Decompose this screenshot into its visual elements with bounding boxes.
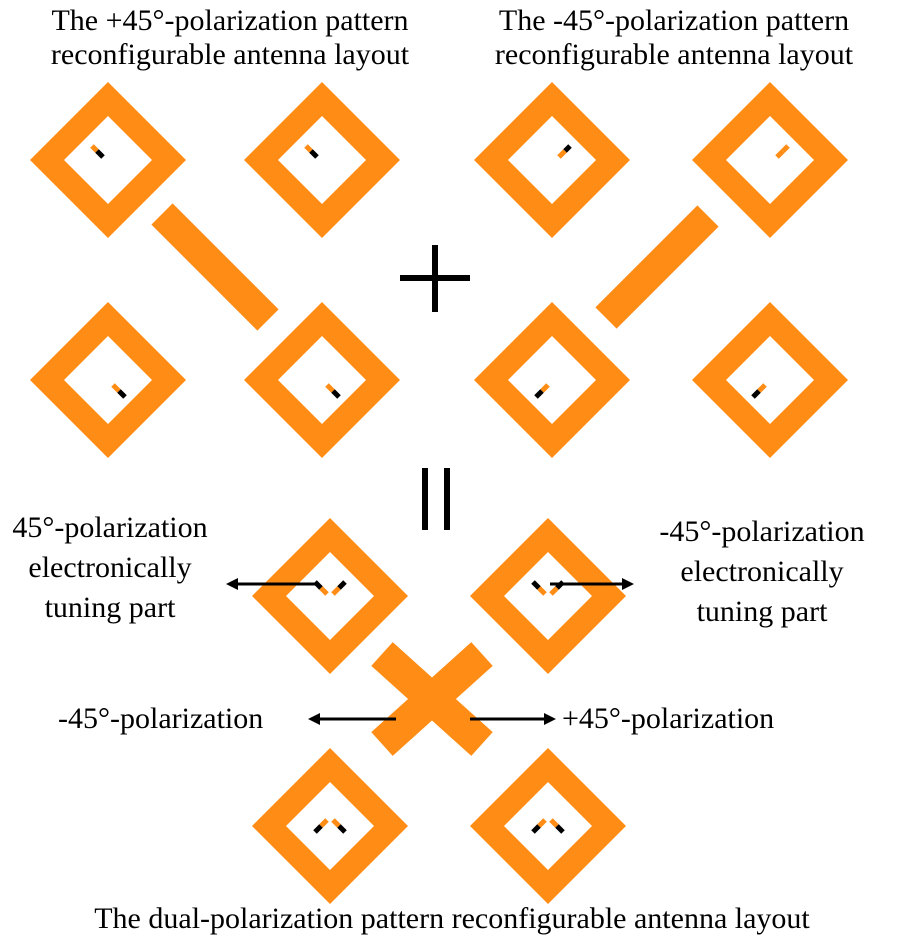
switch-tl-4 xyxy=(325,383,341,399)
top-left-caption-line-2: reconfigurable antenna layout xyxy=(50,38,410,71)
plus45-layout xyxy=(30,82,400,458)
patch-ring-b-4 xyxy=(470,748,626,904)
minus45-polarization-label: -45°-polarization xyxy=(58,702,264,735)
switch-tl-2 xyxy=(304,144,319,159)
right-tuning-label-line-1: -45°-polarization xyxy=(659,515,865,548)
feed-bar-minus45 xyxy=(595,205,719,329)
patch-ring-b-1 xyxy=(252,518,408,674)
feed-bar-plus45 xyxy=(151,203,279,331)
arrow-left-tuning xyxy=(226,578,316,590)
equals-symbol-graphic xyxy=(422,468,450,530)
top-right-caption-line-2: reconfigurable antenna layout xyxy=(494,38,854,71)
switch-tr-3 xyxy=(534,383,550,399)
patch-ring-b-3 xyxy=(252,748,408,904)
top-right-caption: The -45°-polarization pattern reconfigur… xyxy=(444,4,904,72)
top-left-caption-line-1: The +45°-polarization pattern xyxy=(51,4,409,37)
top-left-caption: The +45°-polarization pattern reconfigur… xyxy=(0,4,460,72)
right-tuning-label: -45°-polarization electronically tuning … xyxy=(630,512,894,632)
plus-symbol-graphic xyxy=(400,245,470,312)
patch-ring-tr-2 xyxy=(692,82,848,238)
top-right-caption-line-1: The -45°-polarization pattern xyxy=(498,4,850,37)
bottom-caption: The dual-polarization pattern reconfigur… xyxy=(94,902,810,935)
minus45-layout xyxy=(474,82,848,458)
patch-ring-tr-4 xyxy=(692,302,848,458)
right-tuning-label-line-2: electronically xyxy=(680,555,844,588)
switch-tr-4 xyxy=(751,383,767,399)
switch-b-3 xyxy=(313,818,347,834)
patch-ring-tr-1 xyxy=(474,82,630,238)
switch-tl-1 xyxy=(90,144,105,159)
arrow-plus45 xyxy=(470,713,556,725)
patch-ring-tl-4 xyxy=(244,302,400,458)
switch-b-1 xyxy=(313,580,347,596)
switch-tl-3 xyxy=(111,383,127,399)
arrow-right-tuning xyxy=(550,578,634,590)
switch-tr-1 xyxy=(557,144,572,159)
patch-ring-tl-3 xyxy=(30,302,186,458)
cross-bar-2 xyxy=(371,642,493,756)
left-tuning-label: 45°-polarization electronically tuning p… xyxy=(0,508,230,628)
plus45-polarization-label: +45°-polarization xyxy=(562,702,775,735)
switch-b-4 xyxy=(531,818,565,834)
switch-tr-2 xyxy=(775,144,790,159)
patch-ring-tl-2 xyxy=(244,82,400,238)
left-tuning-label-line-1: 45°-polarization xyxy=(12,511,208,544)
patch-ring-b-2 xyxy=(470,518,626,674)
arrow-minus45 xyxy=(308,713,396,725)
left-tuning-label-line-3: tuning part xyxy=(44,591,176,624)
patch-ring-tr-3 xyxy=(474,302,630,458)
right-tuning-label-line-3: tuning part xyxy=(696,595,828,628)
left-tuning-label-line-2: electronically xyxy=(28,551,192,584)
